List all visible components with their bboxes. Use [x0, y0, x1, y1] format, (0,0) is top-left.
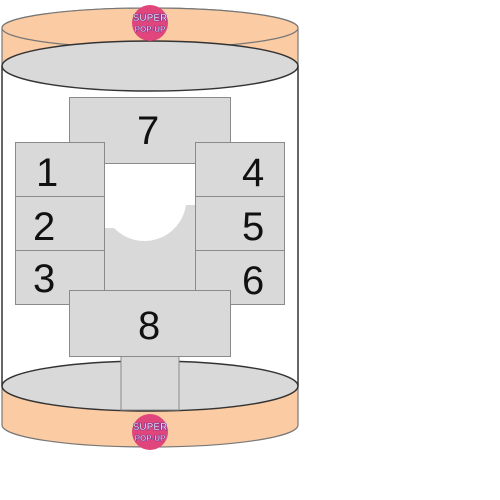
- panel-2-number: 2: [33, 205, 56, 249]
- logo-line1: SUPER: [133, 422, 168, 433]
- top-ellipse: [1, 40, 299, 92]
- panel-5: 5: [195, 196, 285, 251]
- panel-8-number: 8: [138, 304, 161, 348]
- center-hub-cutout: [104, 164, 194, 218]
- base-stem: [120, 355, 180, 411]
- logo-line2: POP-UP: [135, 25, 166, 34]
- logo-line2: POP-UP: [135, 434, 166, 443]
- panel-1: 1: [15, 142, 105, 197]
- panel-1-number: 1: [36, 151, 59, 195]
- panel-6-number: 6: [242, 259, 265, 303]
- super-popup-logo-bottom: SUPER POP-UP: [128, 412, 172, 452]
- panel-4-number: 4: [242, 151, 265, 195]
- panel-4: 4: [195, 142, 285, 197]
- panel-2: 2: [15, 196, 105, 251]
- panel-3-number: 3: [33, 257, 56, 301]
- panel-7-number: 7: [137, 109, 160, 153]
- panel-8: 8: [69, 290, 231, 357]
- super-popup-logo-top: SUPER POP-UP: [128, 3, 172, 43]
- logo-badge: [132, 414, 168, 450]
- panel-5-number: 5: [242, 205, 265, 249]
- logo-line1: SUPER: [133, 13, 168, 24]
- logo-badge: [132, 5, 168, 41]
